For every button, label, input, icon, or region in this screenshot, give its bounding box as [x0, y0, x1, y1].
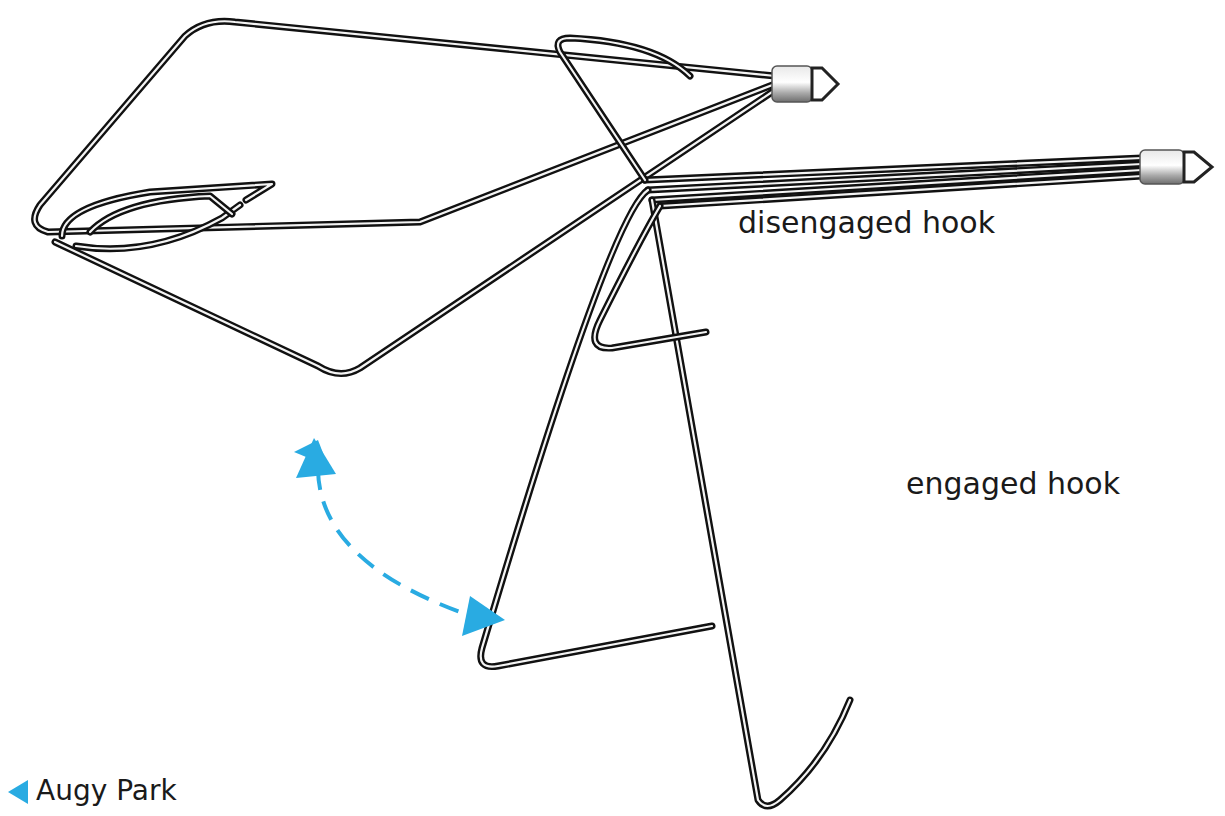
credit-text: Augy Park: [36, 774, 177, 808]
part-label: disengaged hook: [738, 205, 995, 241]
engaged-hook-drawing: [481, 38, 1212, 806]
transition-arrow: [294, 438, 505, 636]
credit-triangle: [8, 780, 28, 804]
part-label: engaged hook: [906, 466, 1120, 502]
